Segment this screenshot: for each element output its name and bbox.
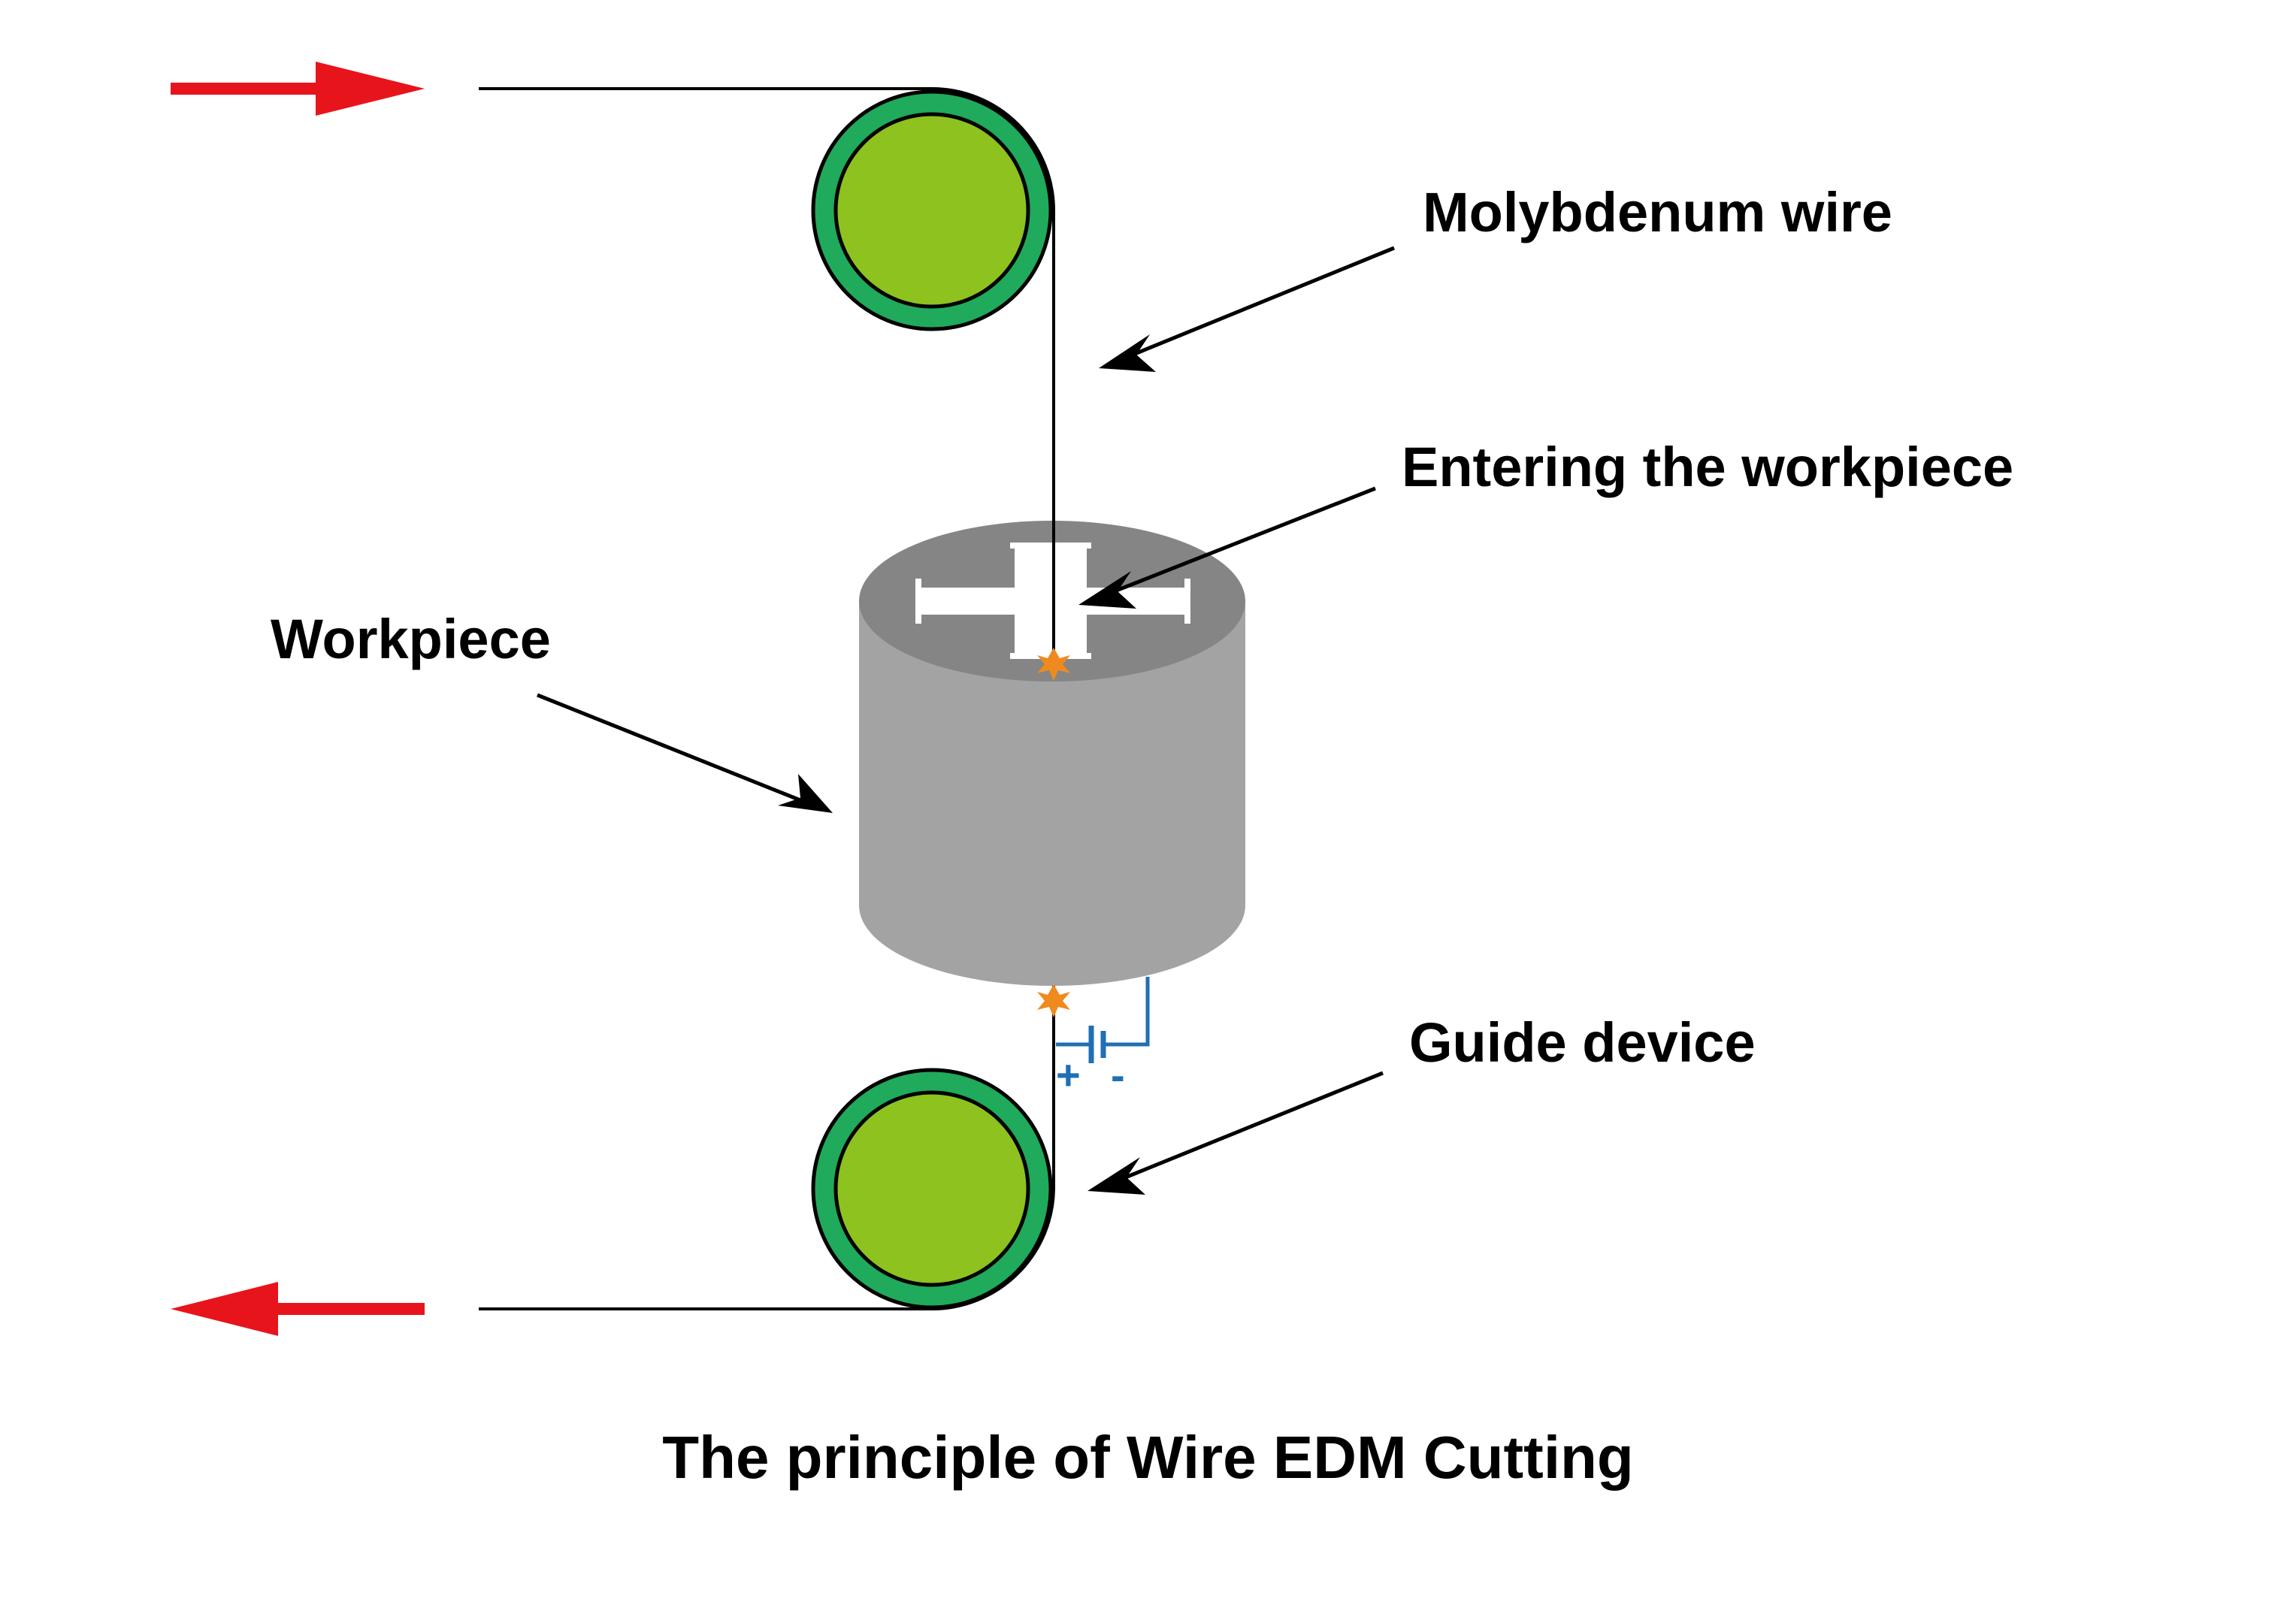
- power-circuit: [1056, 977, 1150, 1063]
- positive-terminal: +: [1056, 1051, 1081, 1099]
- callout-guide-device: [1087, 1071, 1384, 1195]
- label-molybdenum-wire: Molybdenum wire: [1423, 181, 1892, 243]
- callout-workpiece: [537, 693, 833, 813]
- callout-entering-workpiece: [1078, 486, 1376, 609]
- diagram-title: The principle of Wire EDM Cutting: [662, 1424, 1634, 1491]
- wire-feed-in-arrow: [171, 62, 425, 116]
- negative-terminal: -: [1111, 1051, 1125, 1099]
- top-pulley: [811, 89, 1053, 331]
- label-entering-workpiece: Entering the workpiece: [1402, 436, 2014, 498]
- callout-molybdenum-wire: [1099, 246, 1395, 372]
- wire-feed-out-arrow: [171, 1282, 425, 1336]
- bottom-pulley: [811, 1068, 1053, 1310]
- spark-icon: [1037, 648, 1070, 1017]
- label-guide-device: Guide device: [1409, 1011, 1756, 1074]
- label-workpiece: Workpiece: [271, 608, 551, 670]
